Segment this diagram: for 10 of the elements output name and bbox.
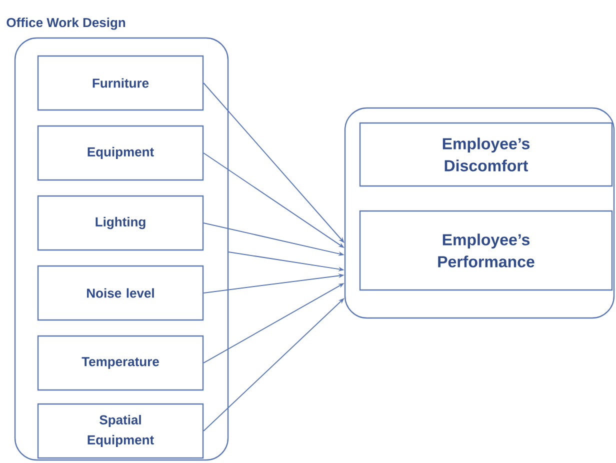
factor-box: Employee’s Performance	[359, 210, 613, 291]
factor-box: Spatial Equipment	[37, 403, 204, 459]
factor-box: Furniture	[37, 55, 204, 111]
node-label: Office Work Design	[6, 18, 126, 30]
factor-box: Noise level	[37, 265, 204, 321]
group-box	[344, 107, 615, 319]
factor-box: Lighting	[37, 195, 204, 251]
factor-box: Temperature	[37, 335, 204, 391]
factor-box: Equipment	[37, 125, 204, 181]
factor-box: Employee’s Discomfort	[359, 122, 613, 187]
